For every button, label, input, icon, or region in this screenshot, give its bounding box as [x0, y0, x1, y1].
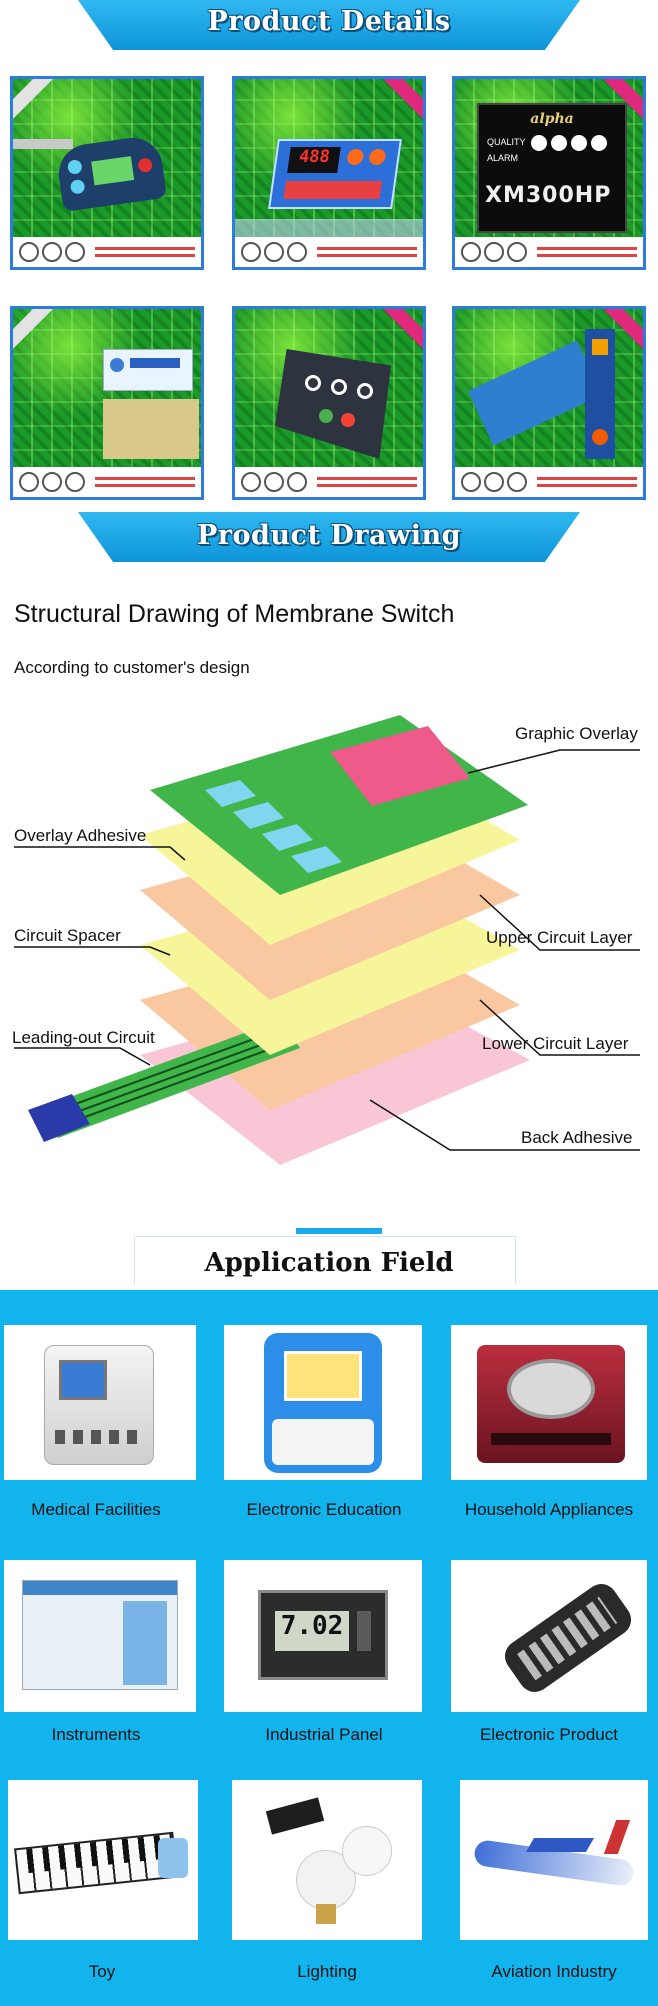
label-overlay-adhesive: Overlay Adhesive	[14, 826, 147, 845]
application-field-heading: Application Field	[204, 1248, 454, 1278]
airplane-icon	[460, 1780, 648, 1940]
leader-leading-out	[14, 1047, 151, 1066]
app-tile-industrial: 7.02	[224, 1560, 422, 1712]
product-details-banner: Product Details	[78, 0, 580, 50]
label-back-adhesive: Back Adhesive	[521, 1128, 633, 1147]
connector-block	[28, 1094, 90, 1142]
leader-back-adhesive	[369, 1099, 640, 1151]
roll-up-piano-icon	[14, 1831, 178, 1895]
application-field-frame	[134, 1236, 516, 1284]
learning-laptop-icon	[264, 1333, 382, 1473]
product-photo-blue-strip	[452, 306, 646, 500]
washing-machine-icon	[477, 1345, 625, 1463]
label-graphic-overlay: Graphic Overlay	[515, 724, 638, 743]
product-drawing-heading: Product Drawing	[197, 520, 461, 551]
app-tile-aviation	[460, 1780, 648, 1940]
app-tile-toy	[8, 1780, 198, 1940]
led-bulb-icon	[232, 1780, 422, 1940]
product-photo-keypad	[10, 76, 204, 270]
key-3	[262, 824, 313, 851]
app-tile-medical	[4, 1325, 196, 1480]
product-photo-display-panel: 488	[232, 76, 426, 270]
key-1	[205, 780, 256, 807]
leading-out-circuit	[28, 1020, 300, 1142]
label-upper-circuit-layer: Upper Circuit Layer	[486, 928, 633, 947]
leader-overlay-adhesive	[14, 846, 186, 861]
product-photo-dark-membrane	[232, 306, 426, 500]
app-tile-household	[451, 1325, 647, 1480]
drawing-title: Structural Drawing of Membrane Switch	[14, 600, 455, 628]
remote-control-icon	[498, 1577, 638, 1699]
product-photo-label-sheet	[10, 306, 204, 500]
key-2	[233, 802, 284, 829]
app-label-household: Household Appliances	[464, 1500, 634, 1519]
label-leading-out-circuit: Leading-out Circuit	[12, 1028, 155, 1047]
application-field-accent	[296, 1228, 382, 1234]
product-details-heading: Product Details	[207, 6, 451, 37]
app-tile-electronic	[451, 1560, 647, 1712]
key-4	[291, 846, 342, 873]
product-photo-xm300hp: alpha QUALITY ALARM XM300HP	[452, 76, 646, 270]
app-label-industrial: Industrial Panel	[265, 1725, 383, 1744]
app-label-aviation: Aviation Industry	[491, 1962, 617, 1981]
app-label-medical: Medical Facilities	[31, 1500, 161, 1519]
leader-lower-circuit	[479, 999, 640, 1056]
medical-device-icon	[44, 1345, 154, 1465]
label-circuit-spacer: Circuit Spacer	[14, 926, 121, 945]
lab-instrument-icon	[22, 1580, 178, 1690]
app-label-lighting: Lighting	[297, 1962, 357, 1981]
display-window	[330, 726, 470, 806]
app-tile-instruments	[4, 1560, 196, 1712]
white-panel	[103, 349, 193, 391]
leader-circuit-spacer	[14, 946, 171, 956]
panel-meter-icon: 7.02	[258, 1590, 388, 1680]
product-drawing-banner: Product Drawing	[78, 512, 580, 562]
label-lower-circuit-layer: Lower Circuit Layer	[482, 1034, 629, 1053]
leader-upper-circuit	[479, 894, 640, 951]
app-tile-lighting	[232, 1780, 422, 1940]
membrane-switch-diagram	[14, 715, 640, 1165]
app-label-electronic: Electronic Product	[480, 1725, 618, 1744]
app-tile-education	[224, 1325, 422, 1480]
leader-graphic-overlay	[467, 749, 640, 774]
app-label-instruments: Instruments	[51, 1725, 141, 1744]
xm300hp-membrane: alpha QUALITY ALARM XM300HP	[477, 103, 627, 233]
drawing-subtitle: According to customer's design	[14, 658, 250, 677]
app-label-education: Electronic Education	[246, 1500, 402, 1519]
app-label-toy: Toy	[88, 1962, 116, 1981]
